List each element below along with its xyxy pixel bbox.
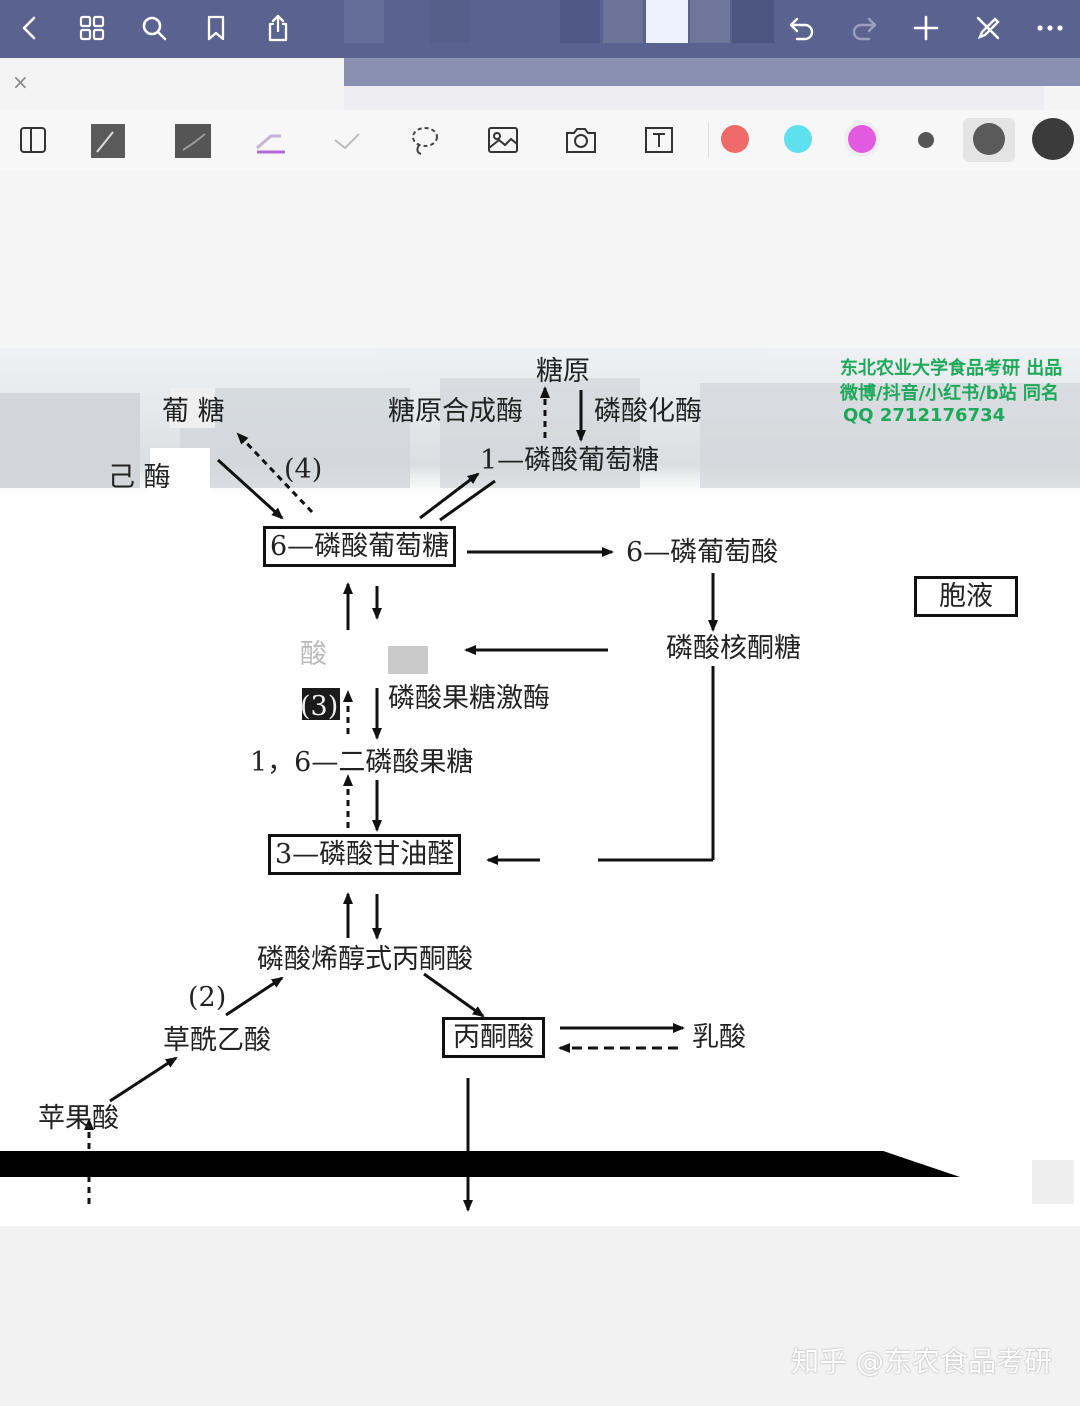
stroke-medium-swatch[interactable] [973,123,1005,155]
text-box-icon[interactable] [636,120,682,160]
g1p-label: 1—磷酸葡萄糖 [480,445,660,476]
pyruvate-box: 丙酮酸 [442,1017,545,1058]
color-red-swatch[interactable] [721,125,749,153]
glycogen-label: 糖原 [536,356,590,387]
watermark-line3: QQ 2712176734 [843,405,1006,426]
plus-icon[interactable] [904,8,948,48]
malate-label: 苹果酸 [38,1103,119,1134]
grid-icon[interactable] [70,8,114,48]
highlighter-tool-icon[interactable] [170,120,216,160]
close-tab-button[interactable]: × [12,70,29,94]
f6p-label: 酸 [300,639,327,670]
fbp-label: 1，6—二磷酸果糖 [250,747,474,778]
color-cyan-swatch[interactable] [784,125,812,153]
pfk-label: 磷酸果糖激酶 [388,683,550,714]
color-magenta-swatch[interactable] [848,125,876,153]
back-chevron-icon[interactable] [8,8,52,48]
page-layout-icon[interactable] [10,120,56,160]
pen-tool-icon[interactable] [84,120,130,160]
watermark-line1: 东北农业大学食品考研 出品 [840,358,1063,379]
watermark-line2: 微博/抖音/小红书/b站 同名 [840,383,1059,404]
g3p-box: 3—磷酸甘油醛 [268,834,462,875]
phosphorylase-label: 磷酸化酶 [594,396,702,427]
share-icon[interactable] [256,8,300,48]
ribulose5p-label: 磷酸核酮糖 [666,633,801,664]
lasso-icon[interactable] [402,120,448,160]
drawing-toolbar [0,110,1080,171]
pathway-label-2: (2) [188,982,227,1013]
glucose-label: 葡 糖 [162,396,225,427]
search-icon[interactable] [132,8,176,48]
redo-icon[interactable] [842,8,886,48]
pathway-arrows [84,386,718,1212]
hexokinase-label: 己 酶 [108,462,171,493]
pathway-label-4: (4) [284,454,323,485]
g6p-box: 6—磷酸葡萄糖 [263,526,457,567]
more-icon[interactable] [1028,8,1072,48]
footer-watermark: 知乎 @东农食品考研 [791,1345,1052,1378]
membrane-band [0,1151,960,1177]
image-icon[interactable] [480,120,526,160]
pep-label: 磷酸烯醇式丙酮酸 [257,944,473,975]
top-navigation-bar [0,0,1080,58]
bookmark-icon[interactable] [194,8,238,48]
undo-icon[interactable] [780,8,824,48]
eraser-alt-icon[interactable] [324,120,370,160]
lactate-label: 乳酸 [692,1022,746,1053]
eraser-tool-icon[interactable] [248,120,294,160]
stroke-thin-swatch[interactable] [918,132,934,148]
cytosol-box: 胞液 [914,576,1018,617]
gluconate6p-label: 6—磷葡萄酸 [626,537,779,568]
glycogen-synthase-label: 糖原合成酶 [388,396,523,427]
pen-off-icon[interactable] [966,8,1010,48]
camera-icon[interactable] [558,120,604,160]
oxaloacetate-label: 草酰乙酸 [163,1025,271,1056]
stroke-thick-swatch[interactable] [1032,118,1074,160]
note-page: 糖原 糖原合成酶 磷酸化酶 1—磷酸葡萄糖 葡 糖 己 酶 (4) 6—磷酸葡萄… [0,348,1080,1226]
pathway-label-3: (3) [300,691,339,722]
document-tab-bar: × [0,58,1080,126]
